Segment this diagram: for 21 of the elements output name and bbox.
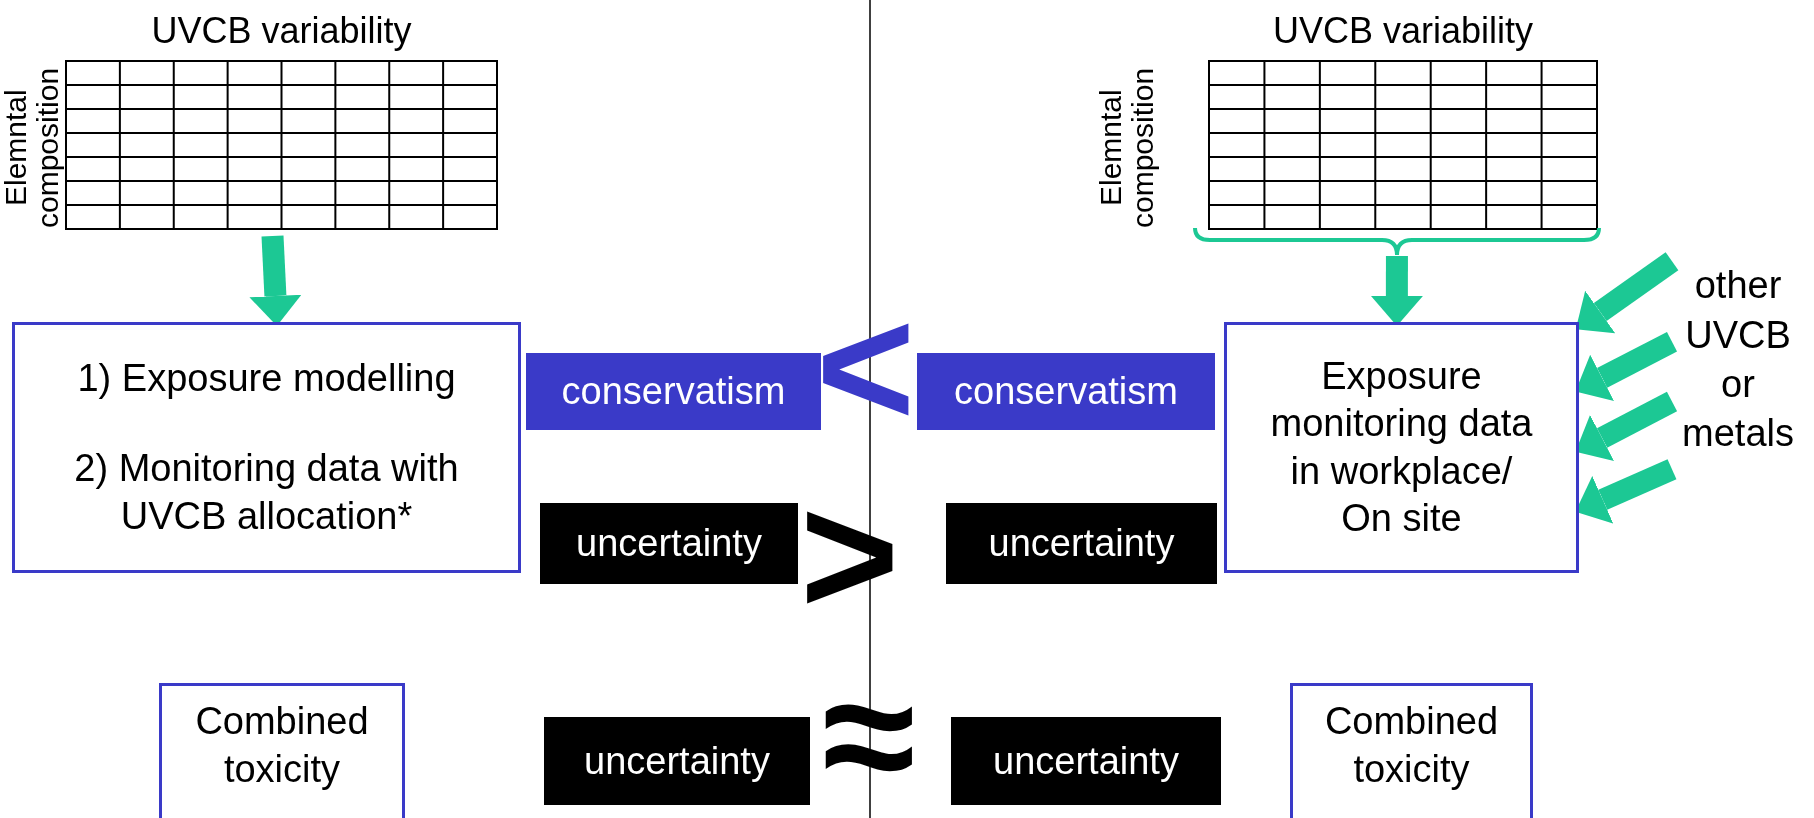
axis-label: Elemntal composition [0, 66, 63, 231]
label-tag: uncertainty [544, 717, 810, 805]
process-box [1224, 322, 1579, 573]
box-text: Combined toxicity [194, 699, 370, 792]
process-box [159, 683, 405, 818]
label-tag: uncertainty [540, 503, 798, 584]
label-tag: conservatism [917, 353, 1215, 430]
side-note: other UVCB or metals [1681, 263, 1795, 457]
process-box [12, 322, 521, 573]
box-text: Exposure monitoring data in workplace/ On site [1269, 353, 1534, 541]
label-tag: conservatism [526, 353, 821, 430]
box-text: Combined toxicity [1323, 699, 1500, 792]
box-text: 2) Monitoring data with UVCB allocation* [73, 446, 460, 539]
axis-label: Elemntal composition [1095, 66, 1158, 231]
table-heading: UVCB variability [1271, 10, 1535, 52]
box-text: 1) Exposure modelling [77, 355, 456, 401]
label-tag: uncertainty [946, 503, 1217, 584]
block-arrow [1575, 252, 1679, 334]
label-tag: uncertainty [951, 717, 1221, 805]
table-heading: UVCB variability [150, 10, 413, 52]
process-box [1290, 683, 1533, 818]
